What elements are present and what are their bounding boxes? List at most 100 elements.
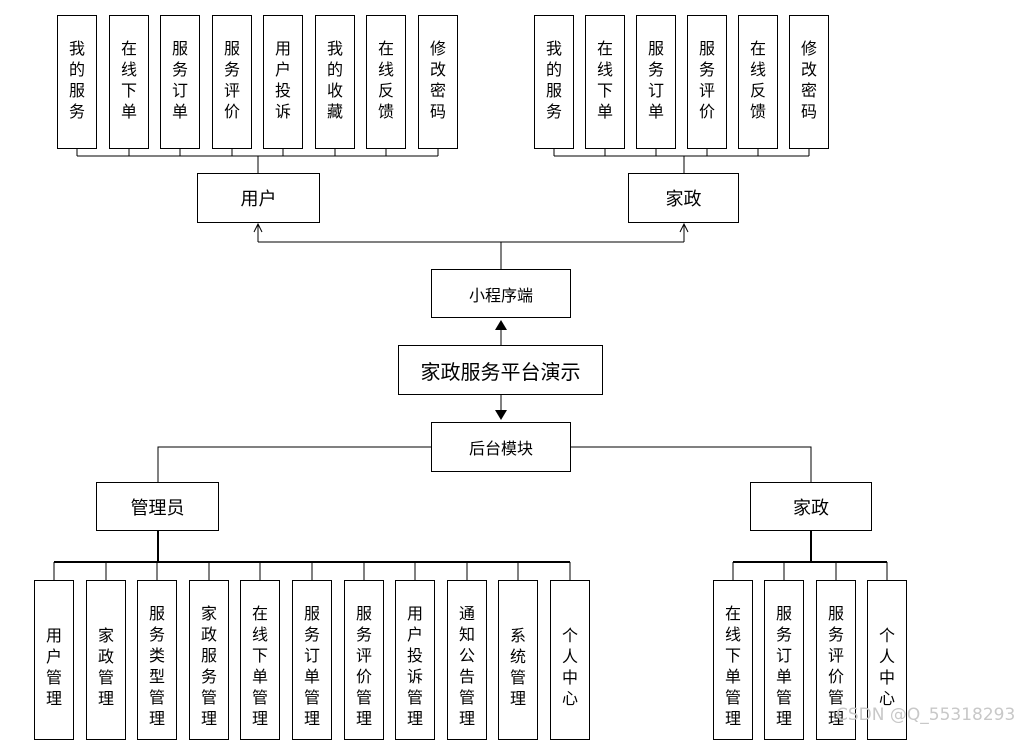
- leaf-node: 在线下单: [585, 15, 625, 149]
- leaf-char: 码: [800, 102, 817, 121]
- leaf-char: 单: [724, 667, 741, 686]
- leaf-char: 的: [68, 60, 85, 79]
- leaf-char: 系: [509, 626, 526, 645]
- leaf-char: 管: [827, 688, 844, 707]
- leaf-node: 我的收藏: [315, 15, 355, 149]
- leaf-char: 服: [647, 39, 664, 58]
- leaf-char: 公: [458, 646, 475, 665]
- leaf-char: 管: [148, 688, 165, 707]
- leaf-char: 线: [596, 60, 613, 79]
- leaf-char: 我: [68, 39, 85, 58]
- leaf-char: 服: [171, 39, 188, 58]
- leaf-char: 改: [429, 60, 446, 79]
- leaf-char: 管: [509, 668, 526, 687]
- leaf-char: 收: [326, 81, 343, 100]
- leaf-char: 务: [303, 625, 320, 644]
- leaf-char: 务: [647, 60, 664, 79]
- leaf-node: 系统管理: [498, 580, 538, 740]
- leaf-char: 藏: [326, 102, 343, 121]
- leaf-char: 投: [406, 646, 423, 665]
- leaf-char: 诉: [274, 102, 291, 121]
- leaf-char: 管: [45, 668, 62, 687]
- leaf-char: 订: [171, 81, 188, 100]
- leaf-char: 务: [698, 60, 715, 79]
- leaf-node: 服务订单: [636, 15, 676, 149]
- leaf-char: 线: [749, 60, 766, 79]
- admin-node: 管理员: [96, 482, 219, 531]
- leaf-char: 管: [251, 688, 268, 707]
- leaf-node: 个人中心: [867, 580, 907, 740]
- leaf-char: 投: [274, 81, 291, 100]
- leaf-char: 管: [303, 688, 320, 707]
- leaf-char: 价: [698, 102, 715, 121]
- leaf-char: 线: [251, 625, 268, 644]
- leaf-char: 管: [406, 688, 423, 707]
- leaf-char: 务: [200, 667, 217, 686]
- leaf-char: 价: [223, 102, 240, 121]
- leaf-char: 下: [596, 81, 613, 100]
- leaf-char: 个: [561, 626, 578, 645]
- leaf-char: 改: [800, 60, 817, 79]
- leaf-char: 在: [251, 604, 268, 623]
- watermark: CSDN @Q_55318293: [836, 705, 1016, 725]
- leaf-char: 理: [200, 709, 217, 728]
- leaf-char: 评: [223, 81, 240, 100]
- leaf-char: 评: [827, 646, 844, 665]
- leaf-char: 的: [326, 60, 343, 79]
- leaf-char: 心: [878, 689, 895, 708]
- leaf-char: 反: [377, 81, 394, 100]
- leaf-char: 评: [355, 646, 372, 665]
- leaf-char: 下: [251, 646, 268, 665]
- leaf-char: 理: [827, 709, 844, 728]
- leaf-char: 政: [97, 647, 114, 666]
- miniprogram-node: 小程序端: [431, 269, 571, 318]
- leaf-char: 在: [377, 39, 394, 58]
- leaf-char: 务: [545, 102, 562, 121]
- leaf-char: 服: [148, 604, 165, 623]
- leaf-char: 码: [429, 102, 446, 121]
- leaf-node: 在线下单管理: [240, 580, 280, 740]
- leaf-char: 用: [45, 626, 62, 645]
- leaf-node: 通知公告管理: [447, 580, 487, 740]
- leaf-char: 馈: [749, 102, 766, 121]
- leaf-char: 在: [596, 39, 613, 58]
- leaf-char: 服: [200, 646, 217, 665]
- leaf-char: 理: [509, 689, 526, 708]
- leaf-char: 的: [545, 60, 562, 79]
- leaf-char: 心: [561, 689, 578, 708]
- leaf-char: 服: [223, 39, 240, 58]
- leaf-char: 价: [827, 667, 844, 686]
- leaf-char: 务: [68, 102, 85, 121]
- leaf-node: 我的服务: [57, 15, 97, 149]
- leaf-char: 服: [303, 604, 320, 623]
- leaf-node: 在线反馈: [366, 15, 406, 149]
- leaf-char: 馈: [377, 102, 394, 121]
- leaf-char: 中: [561, 668, 578, 687]
- leaf-char: 线: [120, 60, 137, 79]
- leaf-char: 家: [97, 626, 114, 645]
- leaf-char: 在: [724, 604, 741, 623]
- leaf-char: 单: [120, 102, 137, 121]
- leaf-char: 管: [97, 668, 114, 687]
- leaf-char: 单: [171, 102, 188, 121]
- leaf-char: 个: [878, 626, 895, 645]
- leaf-char: 服: [775, 604, 792, 623]
- leaf-char: 理: [406, 709, 423, 728]
- leaf-char: 理: [724, 709, 741, 728]
- leaf-node: 用户投诉管理: [395, 580, 435, 740]
- leaf-node: 用户管理: [34, 580, 74, 740]
- leaf-char: 类: [148, 646, 165, 665]
- leaf-char: 服: [545, 81, 562, 100]
- leaf-node: 修改密码: [789, 15, 829, 149]
- leaf-char: 中: [878, 668, 895, 687]
- leaf-char: 户: [406, 625, 423, 644]
- leaf-char: 线: [377, 60, 394, 79]
- leaf-char: 单: [303, 667, 320, 686]
- leaf-char: 在: [120, 39, 137, 58]
- leaf-char: 评: [698, 81, 715, 100]
- leaf-node: 修改密码: [418, 15, 458, 149]
- leaf-char: 人: [878, 647, 895, 666]
- leaf-char: 管: [724, 688, 741, 707]
- leaf-char: 务: [355, 625, 372, 644]
